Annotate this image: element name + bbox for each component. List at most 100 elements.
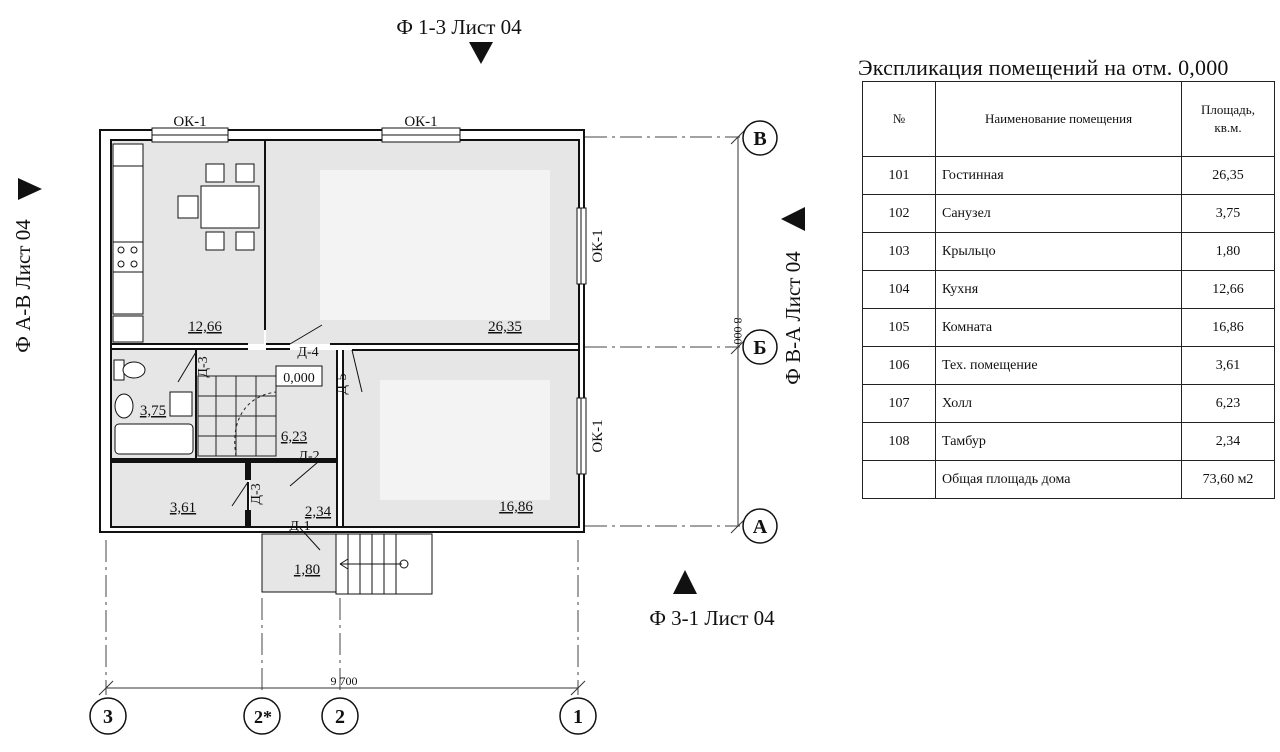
window-glass-lines — [152, 134, 582, 474]
tambour-floor — [250, 462, 338, 526]
total-num — [862, 460, 936, 499]
axis-bubble-2star — [243, 697, 281, 735]
row-num: 105 — [862, 308, 936, 347]
row-num: 108 — [862, 422, 936, 461]
toilet-bowl — [122, 361, 146, 379]
room-area-porch: 1,80 — [294, 562, 320, 578]
room-area-tambour: 2,34 — [305, 504, 332, 520]
door-label-d2: Д-2 — [298, 449, 319, 464]
table-row: 103 Крыльцо 1,80 — [862, 232, 1275, 271]
axis-lines — [105, 136, 740, 695]
bath-fixtures — [113, 359, 194, 455]
header-area: Площадь, кв.м. — [1181, 81, 1275, 157]
tech-floor — [112, 462, 248, 526]
row-name: Комната — [935, 308, 1182, 347]
room-area-bath: 3,75 — [140, 403, 166, 419]
living-highlight — [320, 170, 550, 320]
room-area-tech: 3,61 — [170, 500, 196, 516]
row-area: 2,34 — [1181, 422, 1275, 461]
row-area: 6,23 — [1181, 384, 1275, 423]
bathtub — [114, 423, 194, 455]
section-label-left: Ф А-В Лист 04 — [11, 219, 35, 353]
partition-wall — [112, 458, 338, 463]
door-swings — [177, 324, 363, 551]
axis-bubbles — [89, 120, 778, 735]
dining-table — [200, 185, 260, 229]
axis-bubble-1 — [559, 697, 597, 735]
room-highlight — [380, 380, 550, 500]
row-num: 104 — [862, 270, 936, 309]
door-label-d3-lower: Д-3 — [249, 483, 264, 504]
section-label-bottom: Ф 3-1 Лист 04 — [649, 606, 775, 630]
row-name: Тех. помещение — [935, 346, 1182, 385]
room-area-kitchen: 12,66 — [188, 319, 222, 335]
row-name: Гостинная — [935, 156, 1182, 195]
header-area-line1: Площадь, — [1201, 102, 1255, 117]
kitchen-fridge — [112, 315, 144, 343]
window-label-right-lower: ОК-1 — [590, 419, 606, 452]
axis-bubble-3 — [89, 697, 127, 735]
walls — [99, 129, 585, 533]
header-num: № — [862, 81, 936, 157]
wall-stub — [245, 462, 251, 480]
row-num: 107 — [862, 384, 936, 423]
dining-chair — [205, 163, 225, 183]
window-label-top-mid: ОК-1 — [404, 114, 437, 130]
total-area: 73,60 м2 — [1181, 460, 1275, 499]
room-area-living: 26,35 — [488, 319, 522, 335]
table-row: 104 Кухня 12,66 — [862, 270, 1275, 309]
row-num: 102 — [862, 194, 936, 233]
kitchen-counter — [112, 165, 144, 315]
window-label-right-upper: ОК-1 — [590, 229, 606, 262]
dining-chair — [235, 231, 255, 251]
row-area: 12,66 — [1181, 270, 1275, 309]
axis-label-v: В — [753, 128, 766, 150]
kitchen-furniture — [112, 143, 260, 343]
dimension-width: 9 700 — [331, 674, 358, 688]
header-area-line2: кв.м. — [1214, 120, 1242, 135]
row-area: 1,80 — [1181, 232, 1275, 271]
section-arrow-top — [469, 42, 493, 64]
header-name: Наименование помещения — [935, 81, 1182, 157]
dining-chair — [235, 163, 255, 183]
total-name: Общая площадь дома — [935, 460, 1182, 499]
kitchen-stove — [112, 241, 144, 273]
axis-label-1: 1 — [573, 706, 583, 728]
section-label-top: Ф 1-3 Лист 04 — [396, 15, 522, 39]
section-arrow-left — [18, 178, 42, 200]
table-title: Экспликация помещений на отм. 0,000 — [858, 55, 1229, 80]
row-num: 101 — [862, 156, 936, 195]
table-row: 102 Санузел 3,75 — [862, 194, 1275, 233]
table-row: 101 Гостинная 26,35 — [862, 156, 1275, 195]
table-row: 106 Тех. помещение 3,61 — [862, 346, 1275, 385]
table-row: 105 Комната 16,86 — [862, 308, 1275, 347]
axis-bubble-b — [742, 329, 778, 365]
table-header-row: № Наименование помещения Площадь, кв.м. — [862, 81, 1275, 157]
boiler — [169, 391, 193, 417]
row-name: Холл — [935, 384, 1182, 423]
table-total-row: Общая площадь дома 73,60 м2 — [862, 460, 1275, 499]
row-num: 103 — [862, 232, 936, 271]
porch-floor — [262, 534, 336, 592]
section-label-right: Ф В-А Лист 04 — [781, 251, 805, 385]
row-name: Тамбур — [935, 422, 1182, 461]
dimension-lines — [98, 129, 746, 696]
axis-label-b: Б — [753, 337, 766, 359]
section-arrow-right — [781, 207, 805, 231]
elevation-mark-box — [275, 365, 323, 387]
window-label-top-left: ОК-1 — [173, 114, 206, 130]
row-area: 3,61 — [1181, 346, 1275, 385]
porch — [261, 533, 433, 595]
table-row: 108 Тамбур 2,34 — [862, 422, 1275, 461]
axis-label-a: А — [753, 516, 768, 538]
elevation-mark: 0,000 — [283, 371, 315, 386]
axis-label-2: 2 — [335, 706, 345, 728]
row-name: Кухня — [935, 270, 1182, 309]
door-label-d5: Д-5 — [335, 373, 350, 394]
row-name: Крыльцо — [935, 232, 1182, 271]
row-num: 106 — [862, 346, 936, 385]
wall-stub-2 — [245, 510, 251, 526]
door-label-d4: Д-4 — [297, 345, 318, 360]
row-name: Санузел — [935, 194, 1182, 233]
